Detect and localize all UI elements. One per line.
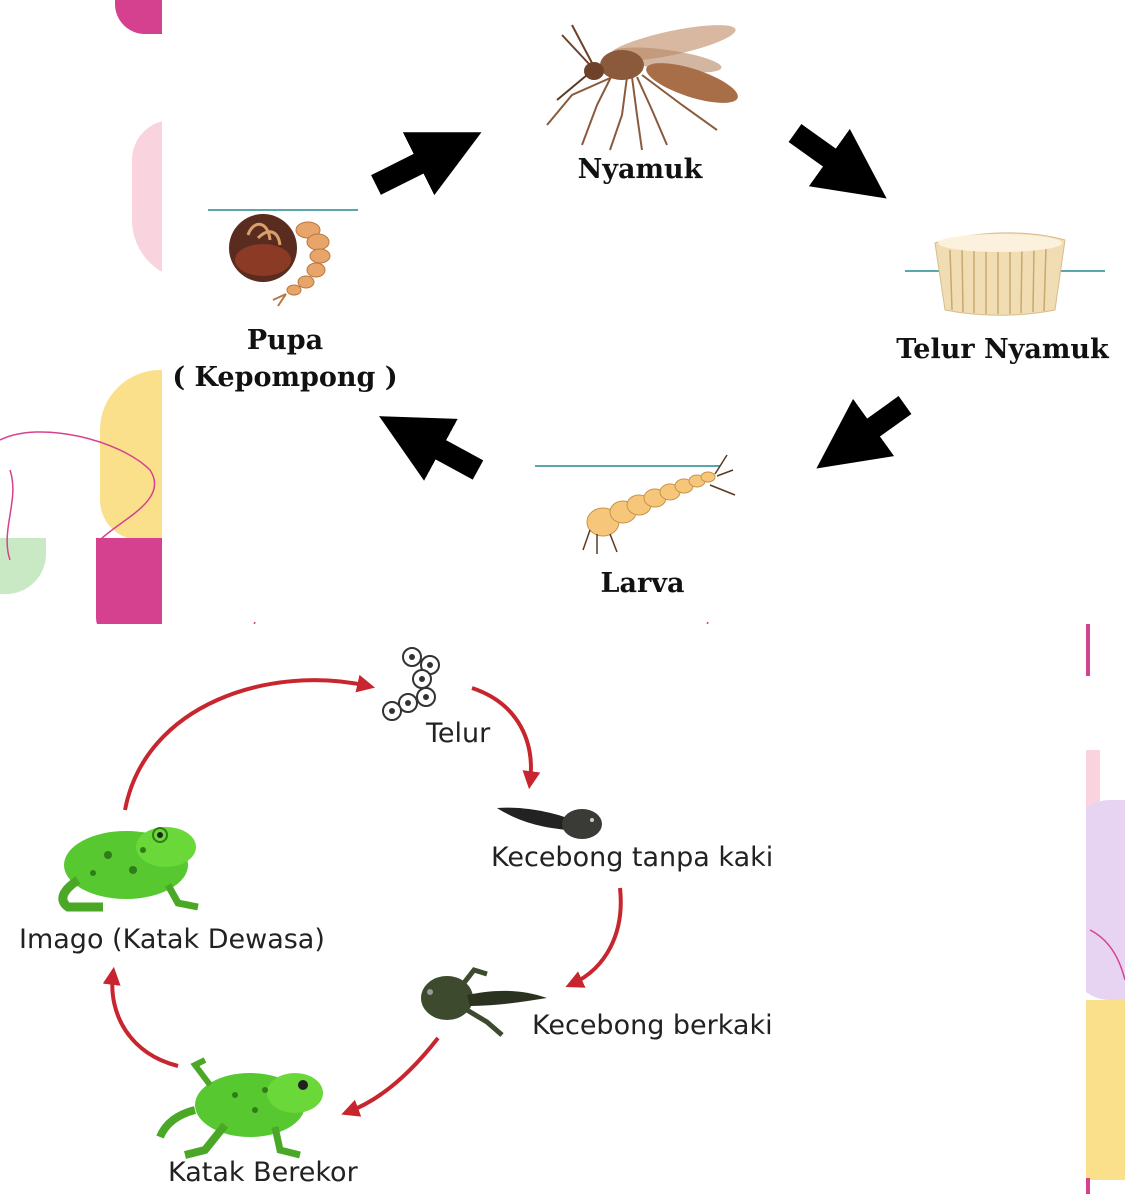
arrow-pupa-to-adult: [376, 148, 450, 185]
arrow-adult-to-egg: [125, 680, 368, 810]
arrow-larva-to-pupa: [410, 433, 478, 470]
arrow-egg-to-larva: [845, 405, 905, 448]
arrow-egg-to-tadpole: [472, 688, 531, 782]
mosquito-cycle-arrows: [0, 0, 1125, 624]
arrow-tadpole-to-legged: [572, 888, 621, 984]
arrow-adult-to-egg: [795, 133, 858, 178]
frog-cycle-arrows: [0, 624, 1125, 1194]
arrow-tailed-to-adult: [112, 974, 178, 1066]
arrow-legged-to-tailed: [348, 1038, 438, 1112]
